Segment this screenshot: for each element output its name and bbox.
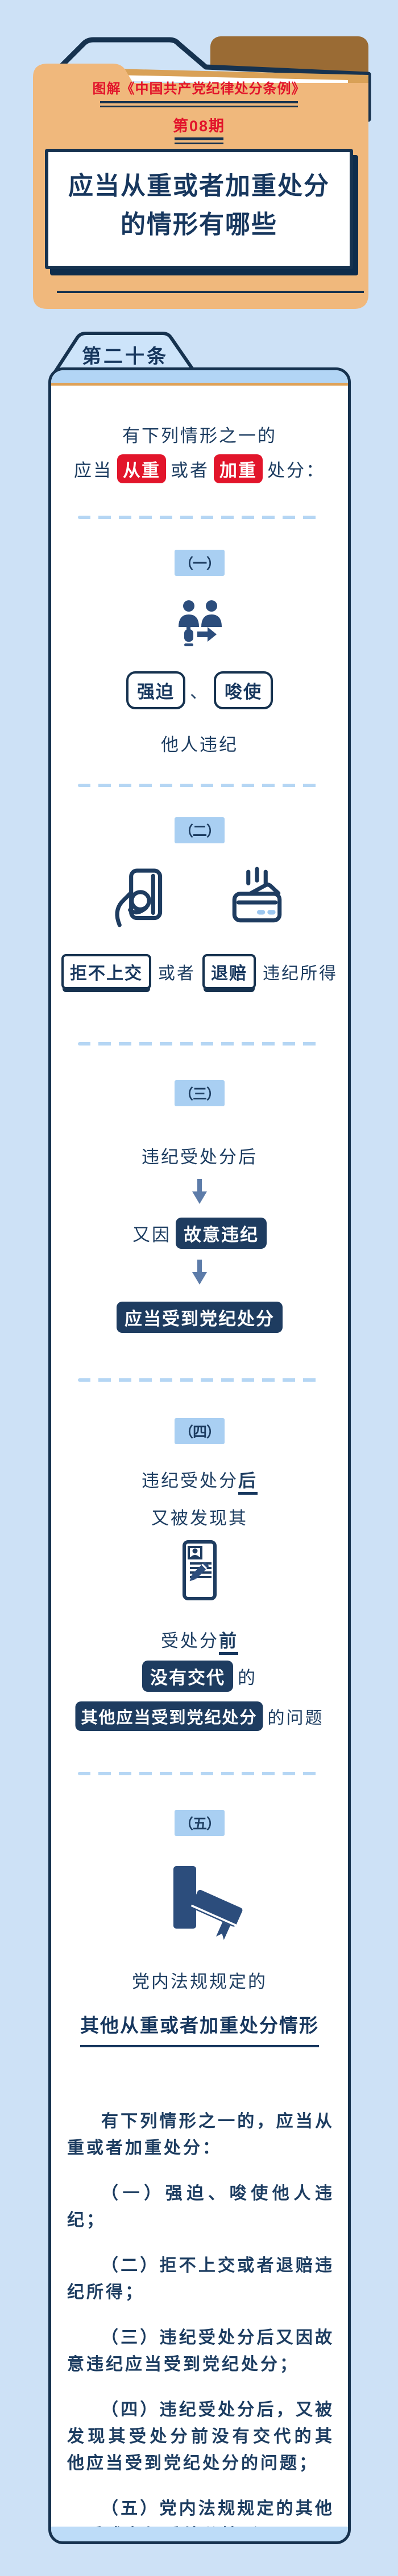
section2-icons-row — [110, 865, 289, 932]
congzhong-badge: 从重 — [117, 454, 166, 483]
section1-separator: 、 — [190, 682, 209, 702]
section4-line1: 违纪受处分后 — [142, 1466, 258, 1495]
intro-pre: 应当 — [74, 461, 113, 480]
section1-text: 他人违纪 — [161, 735, 238, 755]
section5-line1: 党内法规规定的 — [132, 1972, 267, 1992]
books-icon — [173, 1866, 243, 1941]
jubushangjiao-box: 拒不上交 — [61, 954, 151, 989]
intro-line1: 有下列情形之一的 — [122, 426, 277, 446]
section3-number-badge: （三） — [174, 1080, 225, 1106]
section3-step1: 违纪受处分后 — [142, 1147, 258, 1167]
series-title-underline — [100, 101, 298, 107]
divider-dashed-4 — [78, 1378, 321, 1382]
intro-mid: 或者 — [171, 461, 209, 480]
section4-line5-post: 的问题 — [267, 1709, 324, 1728]
card-orange-line — [51, 383, 348, 386]
yingdang-shoudao-badge: 应当受到党纪处分 — [117, 1302, 283, 1333]
qiangpo-box: 强迫 — [126, 671, 185, 709]
white-sliver — [114, 75, 348, 85]
intro-post: 处分： — [267, 461, 325, 480]
article-tab-label: 第二十条 — [82, 346, 168, 367]
divider-dashed-3 — [78, 1042, 321, 1046]
main-title-line2: 的情形有哪些 — [121, 211, 277, 239]
suoshi-box: 唆使 — [214, 671, 273, 709]
qita-yingdang-badge: 其他应当受到党纪处分 — [75, 1701, 263, 1731]
coerce-instigate-icon — [179, 600, 222, 646]
refuse-hand-over-icon — [115, 868, 163, 927]
summary-paragraph: （一）强迫、唆使他人违纪； — [67, 2184, 334, 2230]
issue-underline — [175, 137, 223, 144]
tuipei-box: 退赔 — [202, 954, 256, 989]
section2-text: 违纪所得 — [263, 964, 338, 983]
section4-line4: 没有交代 的 — [142, 1661, 257, 1692]
section4-line1-emph: 后 — [238, 1471, 258, 1495]
section5-line2: 其他从重或者加重处分情形 — [80, 2010, 319, 2047]
section4-line4-post: 的 — [238, 1668, 257, 1688]
section3-step2: 又因 故意违纪 — [132, 1218, 267, 1249]
section4-line3-emph: 前 — [219, 1631, 238, 1655]
section2-mid: 或者 — [158, 964, 196, 983]
issue-number: 第08期 — [172, 118, 226, 135]
divider-dashed-5 — [78, 1772, 321, 1775]
content-card: 有下列情形之一的 应当 从重 或者 加重 处分： （一） 强迫 — [48, 367, 351, 2544]
record-card-icon — [183, 1540, 217, 1600]
divider-dashed-2 — [78, 784, 321, 787]
section4-number-badge: （四） — [174, 1418, 225, 1444]
summary-paragraph: （二）拒不上交或者退赔违纪所得； — [67, 2256, 334, 2302]
section4-line5: 其他应当受到党纪处分 的问题 — [75, 1701, 324, 1731]
summary-paragraph: （三）违纪受处分后又因故意违纪应当受到党纪处分； — [67, 2328, 334, 2374]
down-arrow-icon — [192, 1179, 207, 1204]
section3-step2-pre: 又因 — [132, 1225, 171, 1245]
down-arrow-icon — [192, 1260, 207, 1285]
folder-decor-line — [57, 291, 364, 293]
summary-paragraph: （四）违纪受处分后，又被发现其受处分前没有交代的其他应当受到党纪处分的问题； — [67, 2401, 334, 2473]
section2-text-row: 拒不上交 或者 退赔 违纪所得 — [61, 954, 338, 989]
divider-dashed-1 — [78, 516, 321, 519]
section4-line2: 又被发现其 — [151, 1508, 248, 1528]
section3-step3: 应当受到党纪处分 — [117, 1302, 283, 1333]
regulation-summary: 有下列情形之一的，应当从重或者加重处分： （一）强迫、唆使他人违纪； （二）拒不… — [67, 2108, 334, 2541]
section2-number-badge: （二） — [174, 817, 225, 843]
summary-paragraph: 有下列情形之一的，应当从重或者加重处分： — [67, 2112, 334, 2157]
section1-number-badge: （一） — [174, 550, 225, 576]
card-top-strip — [51, 370, 348, 383]
section4-line1-pre: 违纪受处分 — [142, 1471, 238, 1491]
meiyoujiaodai-badge: 没有交代 — [142, 1661, 233, 1692]
card-bottom-strip — [51, 2527, 348, 2541]
section5-number-badge: （五） — [174, 1810, 225, 1836]
section1-badges-row: 强迫 、 唆使 — [126, 671, 273, 709]
jiazhong-badge: 加重 — [214, 454, 263, 483]
main-title-line1: 应当从重或者加重处分 — [68, 172, 330, 200]
series-title: 图解《中国共产党纪律处分条例》 — [92, 81, 306, 97]
restitution-icon — [232, 867, 282, 923]
guyiweiji-badge: 故意违纪 — [176, 1218, 267, 1249]
main-title-card: 应当从重或者加重处分 的情形有哪些 — [45, 149, 353, 269]
article-tab-shape — [53, 332, 197, 374]
intro-line2: 应当 从重 或者 加重 处分： — [74, 454, 325, 483]
section4-line3: 受处分前 — [161, 1626, 238, 1655]
section4-line3-pre: 受处分 — [161, 1631, 219, 1651]
